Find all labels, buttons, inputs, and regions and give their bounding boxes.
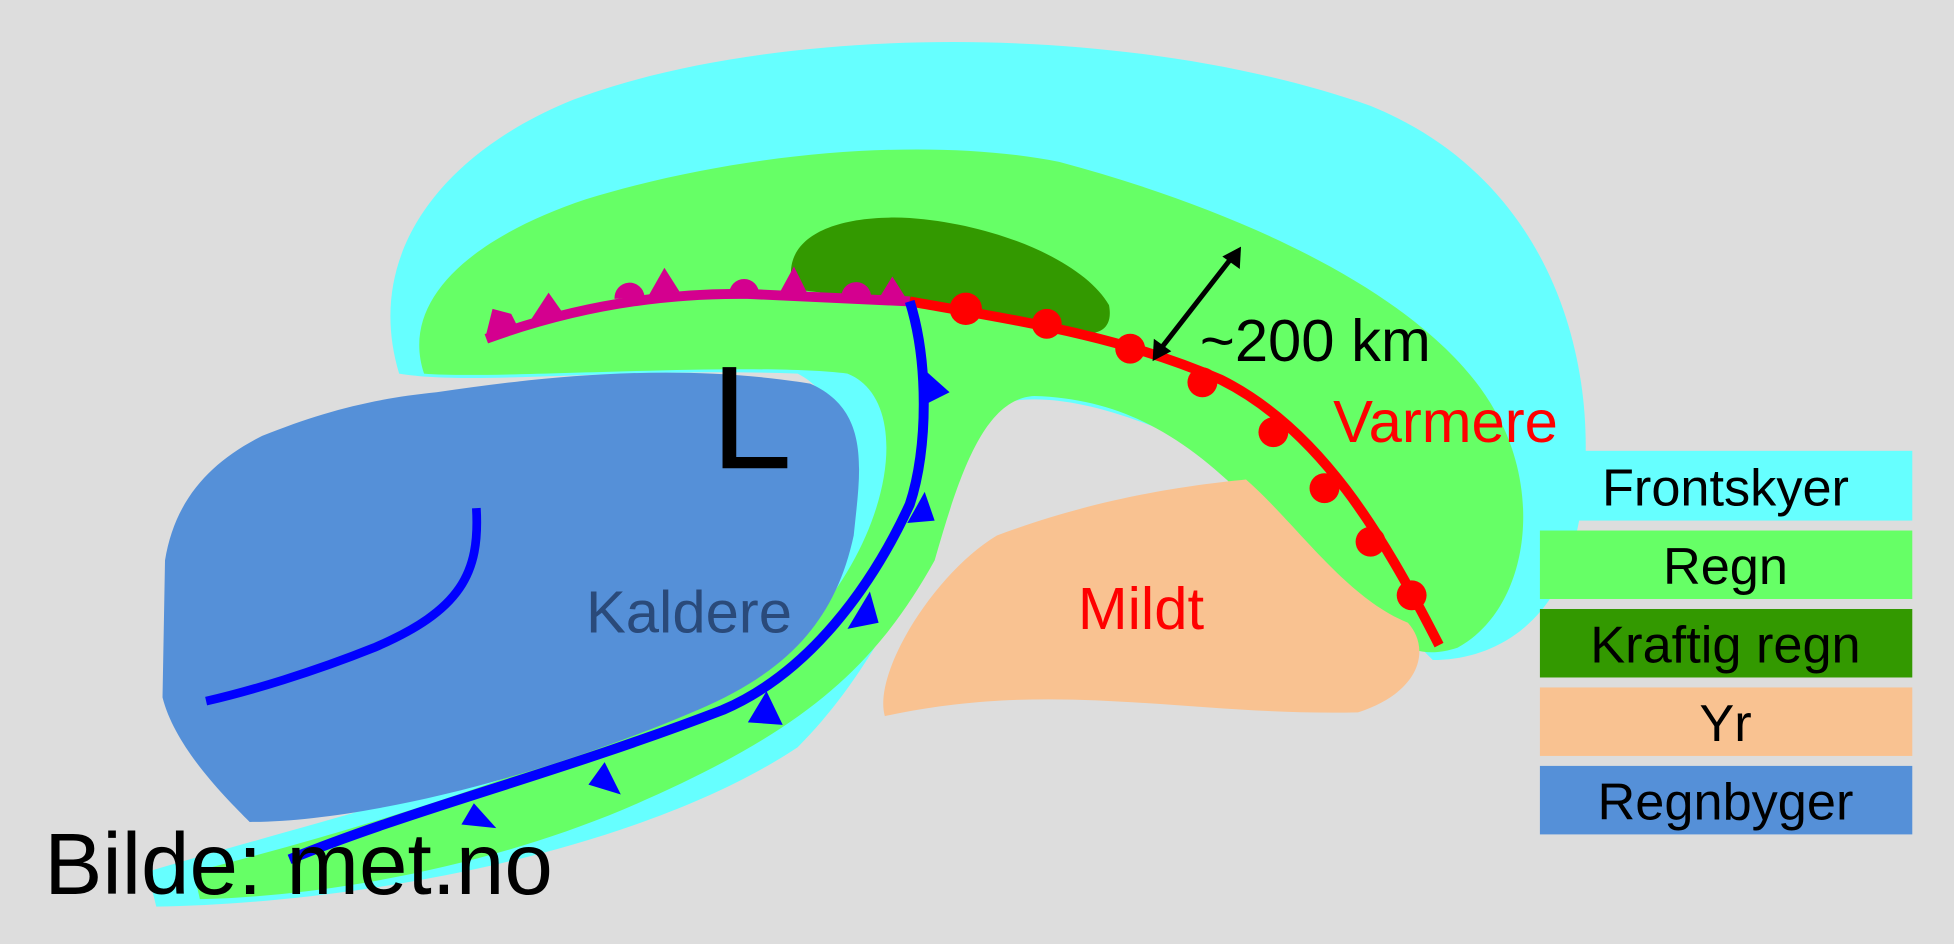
- colder-label: Kaldere: [586, 579, 792, 646]
- distance-arrow: [1152, 246, 1242, 362]
- surface-trough-line: [205, 507, 482, 706]
- legend-label-showers: Regnbyger: [1598, 773, 1854, 831]
- image-credit: Bilde: met.no: [44, 816, 553, 913]
- legend-label-heavy-rain: Kraftig regn: [1590, 617, 1860, 675]
- cold-front: [287, 299, 950, 864]
- legend-swatch-front-clouds: [1539, 450, 1913, 521]
- legend: Frontskyer Regn Kraftig regn Yr Regnbyge…: [1539, 450, 1913, 835]
- legend-label-rain: Regn: [1663, 538, 1788, 596]
- showers-area: [162, 372, 860, 822]
- warmer-label: Varmere: [1333, 388, 1558, 455]
- legend-swatch-showers: [1539, 765, 1913, 835]
- warm-front: [908, 292, 1444, 648]
- legend-swatch-heavy-rain: [1539, 608, 1913, 678]
- legend-label-front-clouds: Frontskyer: [1602, 460, 1849, 518]
- occluded-front: [484, 266, 910, 344]
- legend-label-drizzle: Yr: [1699, 695, 1751, 753]
- low-pressure-label: L: [710, 336, 792, 500]
- heavy-rain-area: [790, 217, 1110, 334]
- legend-swatch-rain: [1539, 530, 1913, 600]
- mild-label: Mildt: [1078, 575, 1205, 642]
- rain-area: [193, 149, 1524, 900]
- legend-swatch-drizzle: [1539, 687, 1913, 756]
- drizzle-area: [883, 479, 1420, 717]
- distance-label: ~200 km: [1200, 307, 1431, 374]
